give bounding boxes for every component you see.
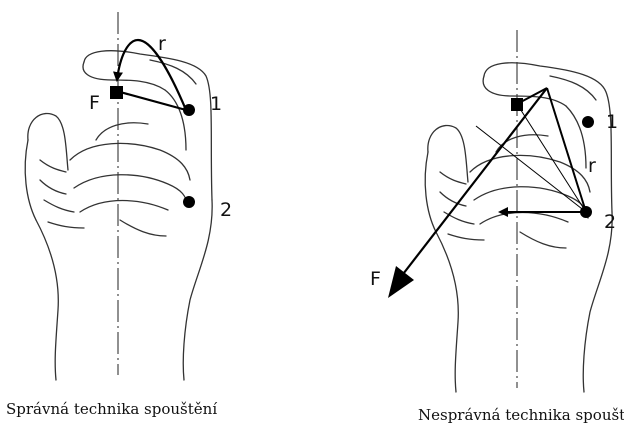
left-hand-figure: r F 1 2 [25,12,232,380]
left-label-2: 2 [220,199,232,221]
left-label-1: 1 [210,93,222,115]
right-force-vector [400,88,547,278]
right-construction-line-2 [476,126,586,212]
left-hand-outline [25,51,212,380]
left-joint-1 [183,104,195,116]
left-joint-2 [183,196,195,208]
right-caption: Nesprávná technika spouštění [418,406,624,424]
right-label-r: r [588,155,596,177]
left-force-point [110,86,123,99]
right-hand-outline [425,63,612,392]
right-label-2: 2 [604,211,616,233]
right-hand-figure: r F 1 2 [370,30,618,392]
left-caption: Správná technika spouštění [6,400,217,418]
right-joint-1 [582,116,594,128]
left-label-r: r [158,33,166,55]
left-lever-line [120,92,186,110]
right-force-point [511,98,523,111]
right-label-1: 1 [606,111,618,133]
right-joint-2 [580,206,592,218]
right-force-arrowhead [388,266,414,298]
left-label-f: F [89,92,100,114]
right-label-f: F [370,268,381,290]
